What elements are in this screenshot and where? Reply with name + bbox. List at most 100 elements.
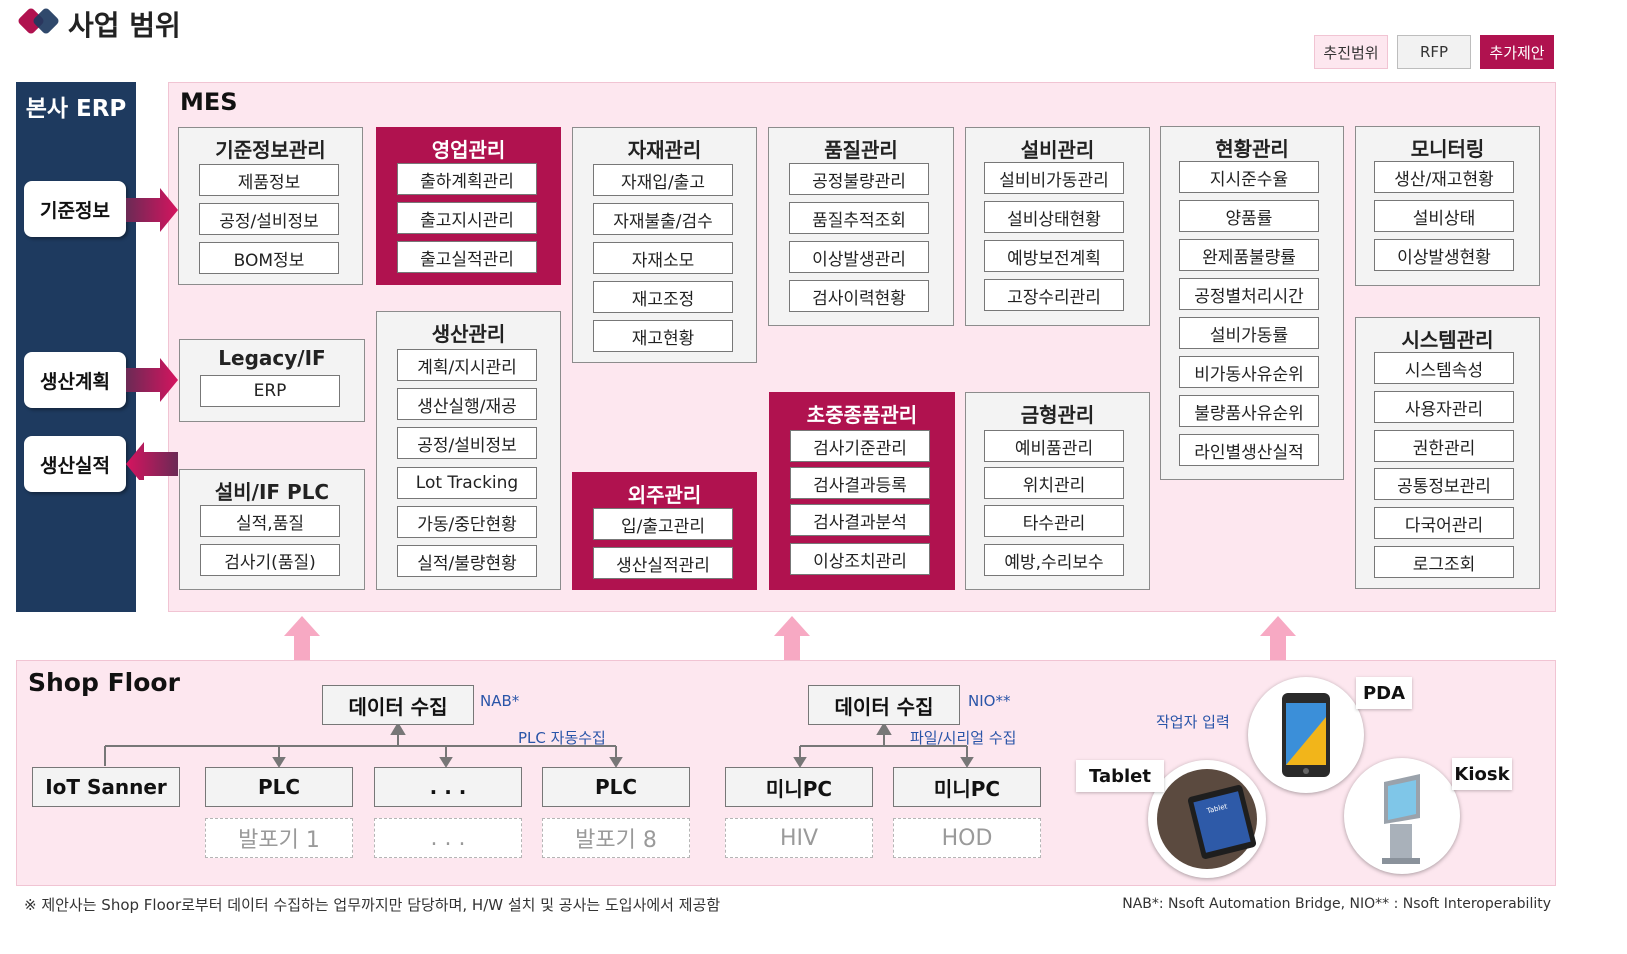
group-title: 외주관리 <box>627 483 702 507</box>
erp-mes-arrows <box>126 188 178 480</box>
item: 제품정보 <box>199 164 339 196</box>
item: 타수관리 <box>984 505 1124 537</box>
nab-note: NAB* <box>480 692 520 710</box>
item: 권한관리 <box>1374 430 1514 462</box>
group-equipment: 설비관리 설비비가동관리 설비상태현황 예방보전계획 고장수리관리 <box>965 127 1150 326</box>
data-collect-nab: 데이터 수집 <box>322 685 474 725</box>
legend-extra: 추가제안 <box>1480 35 1554 69</box>
erp-item-plan: 생산계획 <box>24 352 126 408</box>
item: 가동/중단현황 <box>397 506 537 538</box>
item: 사용자관리 <box>1374 391 1514 423</box>
group-title: 설비관리 <box>1020 138 1095 162</box>
up-arrows <box>284 616 1296 660</box>
group-title: 시스템관리 <box>1401 328 1494 352</box>
group-plcif: 설비/IF PLC 실적,품질 검사기(품질) <box>179 469 365 590</box>
item: 생산실행/재공 <box>397 388 537 420</box>
item: 검사이력현황 <box>789 280 929 312</box>
sub-device-hiv: HIV <box>725 818 873 858</box>
arrow-left-icon <box>126 442 178 480</box>
item: Lot Tracking <box>397 467 537 499</box>
item: 공통정보관리 <box>1374 468 1514 500</box>
item: 재고현황 <box>593 320 733 352</box>
pda-label: PDA <box>1356 677 1412 709</box>
group-title: 자재관리 <box>627 138 702 162</box>
footer-note-right: NAB*: Nsoft Automation Bridge, NIO** : N… <box>1122 896 1551 912</box>
device-iot-scanner: IoT Sanner <box>32 767 180 807</box>
group-basic: 기준정보관리 제품정보 공정/설비정보 BOM정보 <box>178 127 363 285</box>
arrow-right-icon <box>126 188 178 232</box>
item: 검사결과분석 <box>790 504 930 536</box>
item: 라인별생산실적 <box>1179 434 1319 466</box>
group-outsourcing: 외주관리 입/출고관리 생산실적관리 <box>572 472 757 590</box>
item: 검사기(품질) <box>200 544 340 576</box>
item: 시스템속성 <box>1374 352 1514 384</box>
item: 비가동사유순위 <box>1179 356 1319 388</box>
group-legacy: Legacy/IF ERP <box>179 339 365 422</box>
group-material: 자재관리 자재입/출고 자재불출/검수 자재소모 재고조정 재고현황 <box>572 127 757 363</box>
item: 출하계획관리 <box>397 163 537 195</box>
item: 품질추적조회 <box>789 202 929 234</box>
item: 이상발생현황 <box>1374 239 1514 271</box>
legend-scope: 추진범위 <box>1314 35 1388 69</box>
item: 설비상태 <box>1374 200 1514 232</box>
tablet-label: Tablet <box>1076 760 1164 792</box>
group-title: 생산관리 <box>431 322 506 346</box>
nio-note: NIO** <box>968 692 1011 710</box>
group-title: Legacy/IF <box>218 346 326 370</box>
group-status: 현황관리 지시준수율 양품률 완제품불량률 공정별처리시간 설비가동률 비가동사… <box>1160 126 1344 480</box>
group-system: 시스템관리 시스템속성 사용자관리 권한관리 공통정보관리 다국어관리 로그조회 <box>1355 317 1540 589</box>
item: BOM정보 <box>199 242 339 274</box>
item: 예방보전계획 <box>984 240 1124 272</box>
footer-note-left: ※ 제안사는 Shop Floor로부터 데이터 수집하는 업무까지만 담당하며… <box>24 896 721 914</box>
group-heavy: 초중종품관리 검사기준관리 검사결과등록 검사결과분석 이상조치관리 <box>769 392 955 590</box>
group-title: 초중종품관리 <box>806 403 918 427</box>
item: 완제품불량률 <box>1179 239 1319 271</box>
item: 공정별처리시간 <box>1179 278 1319 310</box>
kiosk-circle <box>1344 758 1460 874</box>
item: 실적,품질 <box>200 505 340 537</box>
connector-lines <box>104 722 974 768</box>
item: 설비비가동관리 <box>984 162 1124 194</box>
legend-rfp: RFP <box>1397 35 1471 69</box>
item: 실적/불량현황 <box>397 545 537 577</box>
tablet-icon: Tablet <box>1157 769 1257 869</box>
item: ERP <box>200 375 340 407</box>
pda-circle <box>1248 677 1364 793</box>
data-collect-nio: 데이터 수집 <box>808 685 960 725</box>
item: 예비품관리 <box>984 430 1124 462</box>
group-title: 금형관리 <box>1020 403 1095 427</box>
item: 생산/재고현황 <box>1374 161 1514 193</box>
worker-input-note: 작업자 입력 <box>1156 713 1230 731</box>
kiosk-icon <box>1382 774 1420 864</box>
group-title: 영업관리 <box>431 138 506 162</box>
group-title: 설비/IF PLC <box>214 480 330 504</box>
item: 공정불량관리 <box>789 163 929 195</box>
erp-item-master: 기준정보 <box>24 181 126 237</box>
item: 지시준수율 <box>1179 161 1319 193</box>
item: 공정/설비정보 <box>397 427 537 459</box>
sub-device-foam-1: 발포기 1 <box>205 818 353 858</box>
device-minipc-1: 미니PC <box>725 767 873 807</box>
device-ellipsis: . . . <box>374 767 522 807</box>
item: 계획/지시관리 <box>397 349 537 381</box>
shopfloor-title: Shop Floor <box>28 668 180 697</box>
item: 로그조회 <box>1374 546 1514 578</box>
group-quality: 품질관리 공정불량관리 품질추적조회 이상발생관리 검사이력현황 <box>768 127 954 326</box>
arrow-right-icon <box>126 358 178 402</box>
erp-panel <box>16 82 136 612</box>
sub-device-foam-8: 발포기 8 <box>542 818 690 858</box>
group-title: 모니터링 <box>1410 137 1485 161</box>
item: 불량품사유순위 <box>1179 395 1319 427</box>
device-minipc-2: 미니PC <box>893 767 1041 807</box>
item: 다국어관리 <box>1374 507 1514 539</box>
item: 양품률 <box>1179 200 1319 232</box>
item: 이상발생관리 <box>789 241 929 273</box>
item: 검사결과등록 <box>790 467 930 499</box>
item: 재고조정 <box>593 281 733 313</box>
group-sales: 영업관리 출하계획관리 출고지시관리 출고실적관리 <box>376 127 561 285</box>
item: 검사기준관리 <box>790 430 930 462</box>
item: 설비가동률 <box>1179 317 1319 349</box>
item: 공정/설비정보 <box>199 203 339 235</box>
item: 자재불출/검수 <box>593 203 733 235</box>
pda-icon <box>1282 693 1330 777</box>
